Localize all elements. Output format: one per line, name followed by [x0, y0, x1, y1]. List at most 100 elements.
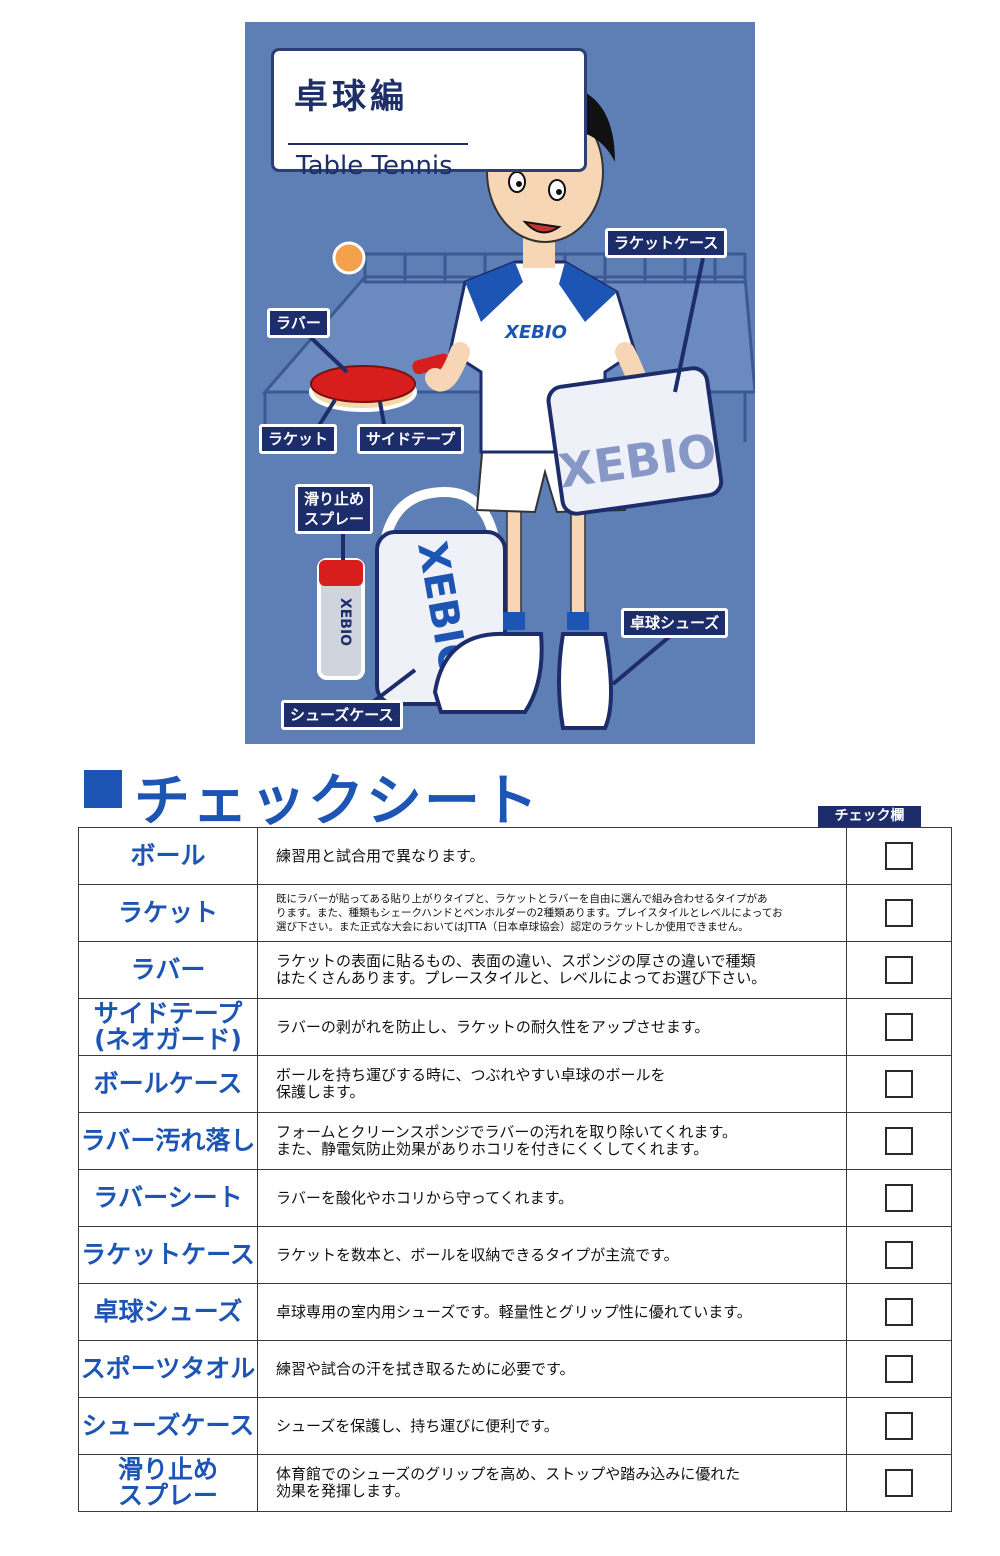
item-description: ラバーを酸化やホコリから守ってくれます。 [257, 1169, 847, 1227]
label-slip-spray-line2: スプレー [304, 510, 365, 528]
title-card: 卓球編 Table Tennis [271, 48, 587, 181]
checkbox[interactable] [885, 1127, 913, 1155]
checksheet-table: ボール 練習用と試合用で異なります。ラケット 既にラバーが貼ってある貼り上がりタイプ… [78, 827, 952, 1512]
checkbox[interactable] [885, 1469, 913, 1497]
label-shoe-case: シューズケース [281, 700, 403, 730]
item-name-line: スポーツタオル [80, 1354, 256, 1383]
label-shoes: 卓球シューズ [621, 608, 729, 638]
check-cell [846, 1340, 952, 1398]
item-description: 既にラバーが貼ってある貼り上がりタイプと、ラケットとラバーを自由に選んで組み合わ… [257, 884, 847, 942]
item-description-line: 保護します。 [276, 1083, 365, 1101]
item-name-line: ラバー汚れ落し [80, 1126, 256, 1155]
item-description-line: 練習や試合の汗を拭き取るために必要です。 [276, 1359, 575, 1378]
checksheet-row: 滑り止めスプレー 体育館でのシューズのグリップを高め、ストップや踏み込みに優れた効… [78, 1454, 952, 1512]
check-column-header: チェック欄 [818, 806, 921, 827]
title-divider [288, 143, 468, 145]
racket-icon [309, 353, 450, 412]
checkbox[interactable] [885, 1013, 913, 1041]
item-description-line: ラバーの剥がれを防止し、ラケットの耐久性をアップさせます。 [276, 1017, 710, 1036]
item-name-line: ラバー [130, 955, 206, 984]
checksheet-row: ラバー ラケットの表面に貼るもの、表面の違い、スポンジの厚さの違いで種類はたくさん… [78, 941, 952, 999]
item-description-line: 体育館でのシューズのグリップを高め、ストップや踏み込みに優れた [276, 1465, 741, 1483]
item-name: ラケットケース [78, 1226, 258, 1284]
checksheet-row: ラバーシート ラバーを酸化やホコリから守ってくれます。 [78, 1169, 952, 1227]
item-name-line: サイドテープ [93, 999, 243, 1028]
item-description: フォームとクリーンスポンジでラバーの汚れを取り除いてくれます。また、静電気防止効… [257, 1112, 847, 1170]
checkbox[interactable] [885, 1412, 913, 1440]
check-cell [846, 941, 952, 999]
checkbox[interactable] [885, 1298, 913, 1326]
check-cell [846, 884, 952, 942]
checksheet-row: ボール 練習用と試合用で異なります。 [78, 827, 952, 885]
checksheet-row: ラケット 既にラバーが貼ってある貼り上がりタイプと、ラケットとラバーを自由に選んで… [78, 884, 952, 942]
racket-case-icon: XEBIO [546, 366, 724, 516]
illustration-panel: XEBIO XEBIO XEBIO [245, 22, 755, 744]
item-description-line: ラバーを酸化やホコリから守ってくれます。 [276, 1188, 574, 1207]
item-name-line: ラケットケース [81, 1240, 255, 1269]
item-description: ラケットの表面に貼るもの、表面の違い、スポンジの厚さの違いで種類はたくさんありま… [257, 941, 847, 999]
label-slip-spray-line1: 滑り止め [304, 490, 365, 508]
label-racket-case: ラケットケース [605, 228, 728, 258]
item-description: ボールを持ち運びする時に、つぶれやすい卓球のボールを保護します。 [257, 1055, 847, 1113]
checkbox[interactable] [885, 1241, 913, 1269]
item-name: ラケット [78, 884, 258, 942]
item-description-line: 練習用と試合用で異なります。 [276, 846, 485, 865]
checkbox[interactable] [885, 899, 913, 927]
spray-logo: XEBIO [337, 598, 353, 646]
item-description: 卓球専用の室内用シューズです。軽量性とグリップ性に優れています。 [257, 1283, 847, 1341]
item-description-line: フォームとクリーンスポンジでラバーの汚れを取り除いてくれます。 [276, 1123, 737, 1141]
item-name-line: ラバーシート [93, 1183, 243, 1212]
checksheet-body: ボール 練習用と試合用で異なります。ラケット 既にラバーが貼ってある貼り上がりタイプ… [78, 827, 952, 1512]
item-description-line: 既にラバーが貼ってある貼り上がりタイプと、ラケットとラバーを自由に選んで組み合わ… [276, 893, 768, 905]
item-name: シューズケース [78, 1397, 258, 1455]
item-description-line: ラケットを数本と、ボールを収納できるタイプが主流です。 [276, 1245, 679, 1264]
check-cell [846, 1226, 952, 1284]
checkbox[interactable] [885, 842, 913, 870]
checkbox[interactable] [885, 956, 913, 984]
item-name-line: ボール [130, 841, 206, 870]
item-name-line: ラケット [117, 898, 218, 927]
item-description: 体育館でのシューズのグリップを高め、ストップや踏み込みに優れた効果を発揮します。 [257, 1454, 847, 1512]
check-cell [846, 998, 952, 1056]
item-name-line: 滑り止め [117, 1455, 218, 1484]
item-description: 練習用と試合用で異なります。 [257, 827, 847, 885]
item-description: ラケットを数本と、ボールを収納できるタイプが主流です。 [257, 1226, 847, 1284]
ball-icon [332, 241, 366, 275]
item-name-line: スプレー [117, 1481, 218, 1510]
checksheet-row: シューズケース シューズを保護し、持ち運びに便利です。 [78, 1397, 952, 1455]
checksheet-row: 卓球シューズ卓球専用の室内用シューズです。軽量性とグリップ性に優れています。 [78, 1283, 952, 1341]
item-description-line: はたくさんあります。プレースタイルと、レベルによってお選び下さい。 [276, 969, 767, 987]
check-cell [846, 827, 952, 885]
heading-square-bullet [84, 770, 122, 808]
item-name: スポーツタオル [78, 1340, 258, 1398]
checksheet-row: ラケットケース ラケットを数本と、ボールを収納できるタイプが主流です。 [78, 1226, 952, 1284]
label-racket: ラケット [259, 424, 338, 454]
item-name: サイドテープ(ネオガード) [78, 998, 258, 1056]
checkbox[interactable] [885, 1184, 913, 1212]
check-cell [846, 1112, 952, 1170]
item-name: ボール [78, 827, 258, 885]
item-description: シューズを保護し、持ち運びに便利です。 [257, 1397, 847, 1455]
label-side-tape: サイドテープ [357, 424, 465, 454]
label-slip-spray: 滑り止め スプレー [295, 484, 374, 534]
checksheet-heading: チェックシート [134, 769, 540, 834]
item-name: ボールケース [78, 1055, 258, 1113]
item-description-line: シューズを保護し、持ち運びに便利です。 [276, 1416, 559, 1435]
check-cell [846, 1169, 952, 1227]
checkbox[interactable] [885, 1070, 913, 1098]
item-description: 練習や試合の汗を拭き取るために必要です。 [257, 1340, 847, 1398]
item-description-line: ります。また、種類もシェークハンドとペンホルダーの2種類あります。プレイスタイル… [276, 907, 783, 919]
item-description-line: ボールを持ち運びする時に、つぶれやすい卓球のボールを [276, 1066, 666, 1084]
checkbox[interactable] [885, 1355, 913, 1383]
item-name-line: 卓球シューズ [93, 1297, 243, 1326]
item-name: ラバーシート [78, 1169, 258, 1227]
item-description-line: 効果を発揮します。 [276, 1482, 410, 1500]
checksheet-row: ボールケースボールを持ち運びする時に、つぶれやすい卓球のボールを保護します。 [78, 1055, 952, 1113]
check-cell [846, 1397, 952, 1455]
item-name-line: シューズケース [81, 1411, 255, 1440]
item-description: ラバーの剥がれを防止し、ラケットの耐久性をアップさせます。 [257, 998, 847, 1056]
check-cell [846, 1055, 952, 1113]
shirt-logo: XEBIO [504, 322, 567, 343]
checksheet-row: サイドテープ(ネオガード) ラバーの剥がれを防止し、ラケットの耐久性をアップさせま… [78, 998, 952, 1056]
item-name: ラバー [78, 941, 258, 999]
